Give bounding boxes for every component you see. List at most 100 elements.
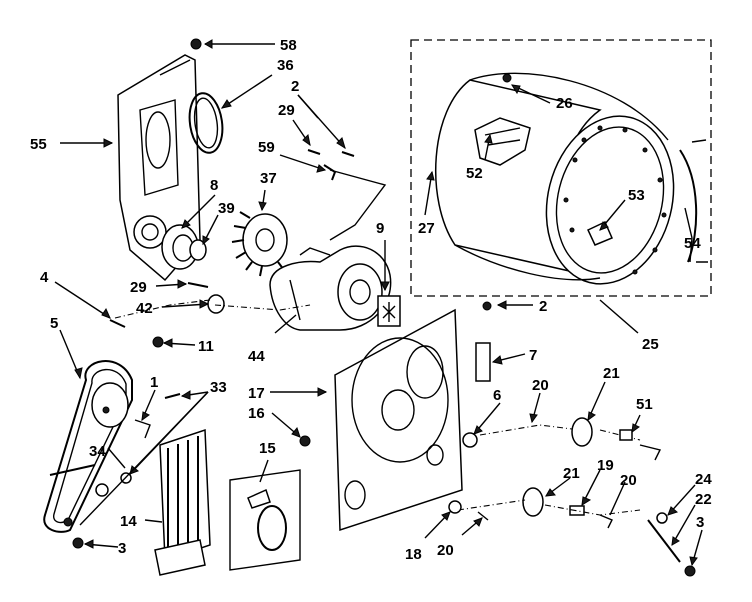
- rear-panel-bearing-inner: [141, 223, 159, 241]
- clip-20-right-lower: [599, 514, 613, 529]
- label-39: 39: [218, 200, 235, 217]
- front-bulkhead: [334, 308, 463, 532]
- drum-front-opening: [545, 115, 675, 285]
- drum-bottom-edge: [454, 244, 601, 281]
- label-9: 9: [376, 220, 384, 237]
- shaft-19-icon: [569, 505, 585, 516]
- label-52: 52: [466, 165, 483, 182]
- blower-housing-cover: [337, 263, 383, 321]
- thermostat-kit: [229, 469, 301, 571]
- bracket-1-icon: [134, 419, 151, 439]
- bearing-cap: [189, 239, 207, 261]
- bearing-42-icon: [207, 294, 225, 314]
- label-3-right: 3: [696, 514, 704, 531]
- label-42: 42: [136, 300, 153, 317]
- screw-58-icon: [190, 38, 202, 50]
- label-27: 27: [418, 220, 435, 237]
- label-34: 34: [89, 443, 106, 460]
- label-8: 8: [210, 177, 218, 194]
- thermal-fuse-symbol: [382, 302, 396, 322]
- label-2-lower: 2: [539, 298, 547, 315]
- belt-end-screw: [63, 517, 73, 527]
- baffle-ribs: [484, 127, 521, 146]
- label-18: 18: [405, 546, 422, 563]
- label-58: 58: [280, 37, 297, 54]
- label-20-middle: 20: [532, 377, 549, 394]
- label-11: 11: [198, 338, 214, 355]
- part-labels: 58 36 2 29 55 59 8 37 39 9 4 29 42 11 44…: [30, 37, 712, 563]
- label-16: 16: [248, 405, 265, 422]
- label-59: 59: [258, 139, 275, 156]
- drum-screw-26-icon: [502, 73, 512, 83]
- idler-arm: [49, 464, 96, 476]
- label-44: 44: [248, 348, 265, 365]
- rear-panel-bearing-hole: [133, 215, 167, 249]
- drum-baffle: [474, 117, 531, 166]
- label-21-upper: 21: [603, 365, 620, 382]
- drum-seal-ends: [691, 139, 708, 263]
- label-21-lower: 21: [563, 465, 580, 482]
- label-17: 17: [248, 385, 265, 402]
- label-26: 26: [556, 95, 573, 112]
- label-20-lower: 20: [437, 542, 454, 559]
- blower-wheel: [231, 211, 288, 277]
- drum-assembly-group: [410, 39, 712, 297]
- label-53: 53: [628, 187, 645, 204]
- label-25: 25: [642, 336, 659, 353]
- washer-18-icon: [448, 500, 462, 514]
- label-15: 15: [259, 440, 276, 457]
- screw-11-icon: [152, 336, 164, 348]
- label-19: 19: [597, 457, 614, 474]
- roller-axis-upper: [479, 424, 581, 436]
- label-36: 36: [277, 57, 294, 74]
- label-29-upper: 29: [278, 102, 295, 119]
- screw-29-lower-icon: [187, 282, 209, 288]
- blower-housing-hub: [349, 279, 371, 305]
- clip-4-icon: [109, 319, 126, 328]
- clip-20-right-upper: [639, 444, 662, 461]
- label-55: 55: [30, 136, 47, 153]
- drum-roller-21-upper: [571, 417, 593, 447]
- drum-roller-21-lower: [522, 487, 544, 517]
- screw-33-icon: [164, 393, 181, 399]
- label-7: 7: [529, 347, 537, 364]
- label-33: 33: [210, 379, 227, 396]
- label-24: 24: [695, 471, 712, 488]
- washer-24-icon: [656, 512, 668, 524]
- shaft-51-icon: [619, 429, 633, 441]
- label-37: 37: [260, 170, 277, 187]
- alignment-line-4: [114, 299, 211, 319]
- label-3-lower: 3: [118, 540, 126, 557]
- blower-duct-lip: [299, 247, 331, 256]
- screw-3-lower-icon: [72, 537, 84, 549]
- alignment-line-42: [214, 304, 311, 311]
- label-14: 14: [120, 513, 137, 530]
- screw-29-upper-icon: [307, 149, 321, 155]
- wire-harness: [329, 169, 387, 241]
- drive-belt: [43, 360, 133, 533]
- label-6: 6: [493, 387, 501, 404]
- pin-22: [647, 519, 681, 563]
- rear-panel-vent: [139, 99, 179, 196]
- roller-shaft-lower: [544, 504, 641, 516]
- screw-2-upper-icon: [341, 151, 355, 157]
- screw-16-icon: [299, 435, 311, 447]
- label-2-upper: 2: [291, 78, 299, 95]
- rear-panel-top-bracket: [159, 59, 191, 76]
- duct-gasket-inner: [193, 97, 219, 149]
- drum-assembly-box: [410, 39, 712, 297]
- label-51: 51: [636, 396, 653, 413]
- bracket-7: [475, 342, 491, 382]
- screw-3-right-icon: [684, 565, 696, 577]
- label-22: 22: [695, 491, 712, 508]
- roller-6-icon: [462, 432, 478, 448]
- heater-element: [154, 428, 211, 576]
- clip-20-lower: [477, 511, 489, 521]
- label-54: 54: [684, 235, 701, 252]
- duct-gasket: [188, 92, 224, 154]
- blower-housing-group: [269, 245, 392, 331]
- clip-59-icon: [323, 164, 337, 181]
- drum-inner-rim: [555, 126, 665, 274]
